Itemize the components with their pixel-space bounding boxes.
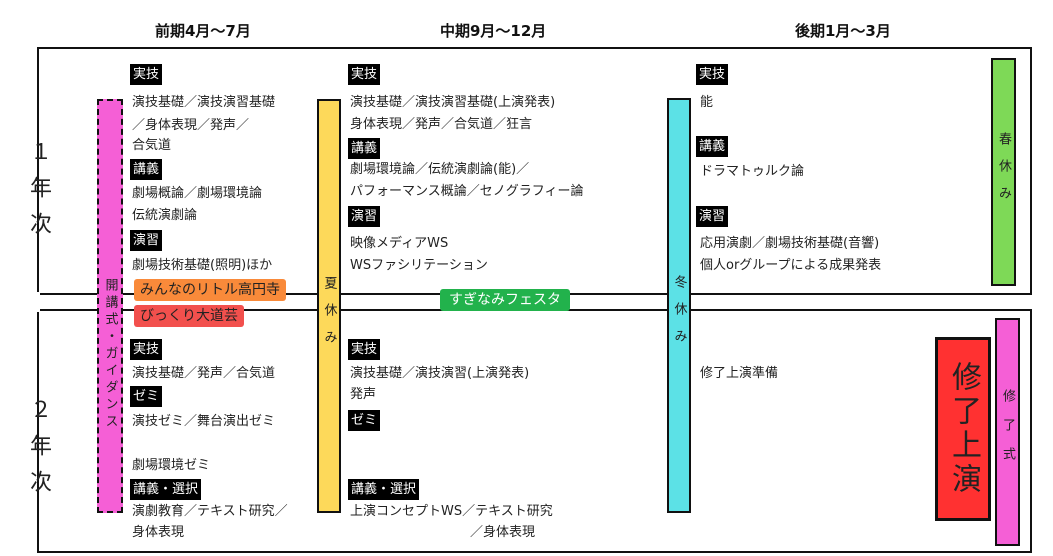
course-text: 演技ゼミ／舞台演出ゼミ xyxy=(132,414,276,429)
header-late: 後期1月〜3月 xyxy=(795,22,891,40)
course-text: 合気道 xyxy=(132,138,172,153)
course-text: 発声 xyxy=(350,387,377,402)
course-text: ドラマトゥルク論 xyxy=(700,164,805,179)
category-tag: 演習 xyxy=(130,230,163,251)
year1-label: １年次 xyxy=(26,140,51,248)
category-tag: 講義 xyxy=(348,138,381,159)
course-text: 演劇教育／テキスト研究／ xyxy=(132,504,288,519)
winter-break-bar: 冬休み xyxy=(667,98,691,513)
category-tag: 実技 xyxy=(130,64,163,85)
course-text: 演技基礎／演技演習基礎(上演発表) xyxy=(350,95,556,110)
course-text: 映像メディアWS xyxy=(350,236,449,251)
graduation-label: 修了式 xyxy=(1000,388,1015,476)
event-little-koenji: みんなのリトル高円寺 xyxy=(134,279,286,301)
category-tag: 演習 xyxy=(348,206,381,227)
category-tag: 実技 xyxy=(130,339,163,360)
course-text: 伝統演劇論 xyxy=(132,208,198,223)
course-text: 劇場環境論／伝統演劇論(能)／ xyxy=(350,162,530,177)
category-tag: 講義 xyxy=(130,159,163,180)
course-text: 演技基礎／演技演習(上演発表) xyxy=(350,366,530,381)
opening-label: 開講式・ガイダンス xyxy=(102,278,118,431)
course-text: 演技基礎／演技演習基礎 xyxy=(132,95,276,110)
course-text: 能 xyxy=(700,95,714,110)
final-performance-block: 修了上演 xyxy=(935,337,991,521)
course-text: ／身体表現／発声／ xyxy=(132,118,250,133)
course-text: WSファシリテーション xyxy=(350,258,488,273)
category-tag: 実技 xyxy=(348,339,381,360)
course-text: 個人orグループによる成果発表 xyxy=(700,258,882,273)
course-text: 上演コンセプトWS／テキスト研究 xyxy=(350,504,553,519)
category-tag: ゼミ xyxy=(348,410,381,431)
opening-guidance-bar: 開講式・ガイダンス xyxy=(97,99,123,513)
summer-label: 夏休み xyxy=(321,275,337,357)
course-text: 劇場環境ゼミ xyxy=(132,458,211,473)
category-tag: ゼミ xyxy=(130,386,163,407)
year2-label: ２年次 xyxy=(26,398,51,506)
category-tag: 演習 xyxy=(696,206,729,227)
winter-label: 冬休み xyxy=(671,275,687,356)
event-suginami-festa: すぎなみフェスタ xyxy=(440,289,570,311)
header-early: 前期4月〜7月 xyxy=(155,22,251,40)
spring-label: 春休み xyxy=(996,131,1011,213)
event-daidogei: びっくり大道芸 xyxy=(134,305,244,327)
course-text: 演技基礎／発声／合気道 xyxy=(132,366,276,381)
course-text: パフォーマンス概論／セノグラフィー論 xyxy=(350,184,584,199)
category-tag: 実技 xyxy=(696,64,729,85)
header-mid: 中期9月〜12月 xyxy=(440,22,547,40)
course-text: 劇場技術基礎(照明)ほか xyxy=(132,258,273,273)
course-text: 修了上演準備 xyxy=(700,366,779,381)
course-text: ／身体表現 xyxy=(470,525,536,540)
category-tag: 講義・選択 xyxy=(348,479,420,500)
course-text: 劇場概論／劇場環境論 xyxy=(132,186,263,201)
category-tag: 実技 xyxy=(348,64,381,85)
course-text: 身体表現／発声／合気道／狂言 xyxy=(350,117,533,132)
spring-break-bar: 春休み xyxy=(991,58,1016,286)
category-tag: 講義・選択 xyxy=(130,479,202,500)
final-performance-label: 修了上演 xyxy=(946,361,981,497)
category-tag: 講義 xyxy=(696,136,729,157)
summer-break-bar: 夏休み xyxy=(317,99,341,513)
course-text: 応用演劇／劇場技術基礎(音響) xyxy=(700,236,880,251)
graduation-ceremony-bar: 修了式 xyxy=(995,318,1020,546)
course-text: 身体表現 xyxy=(132,525,185,540)
